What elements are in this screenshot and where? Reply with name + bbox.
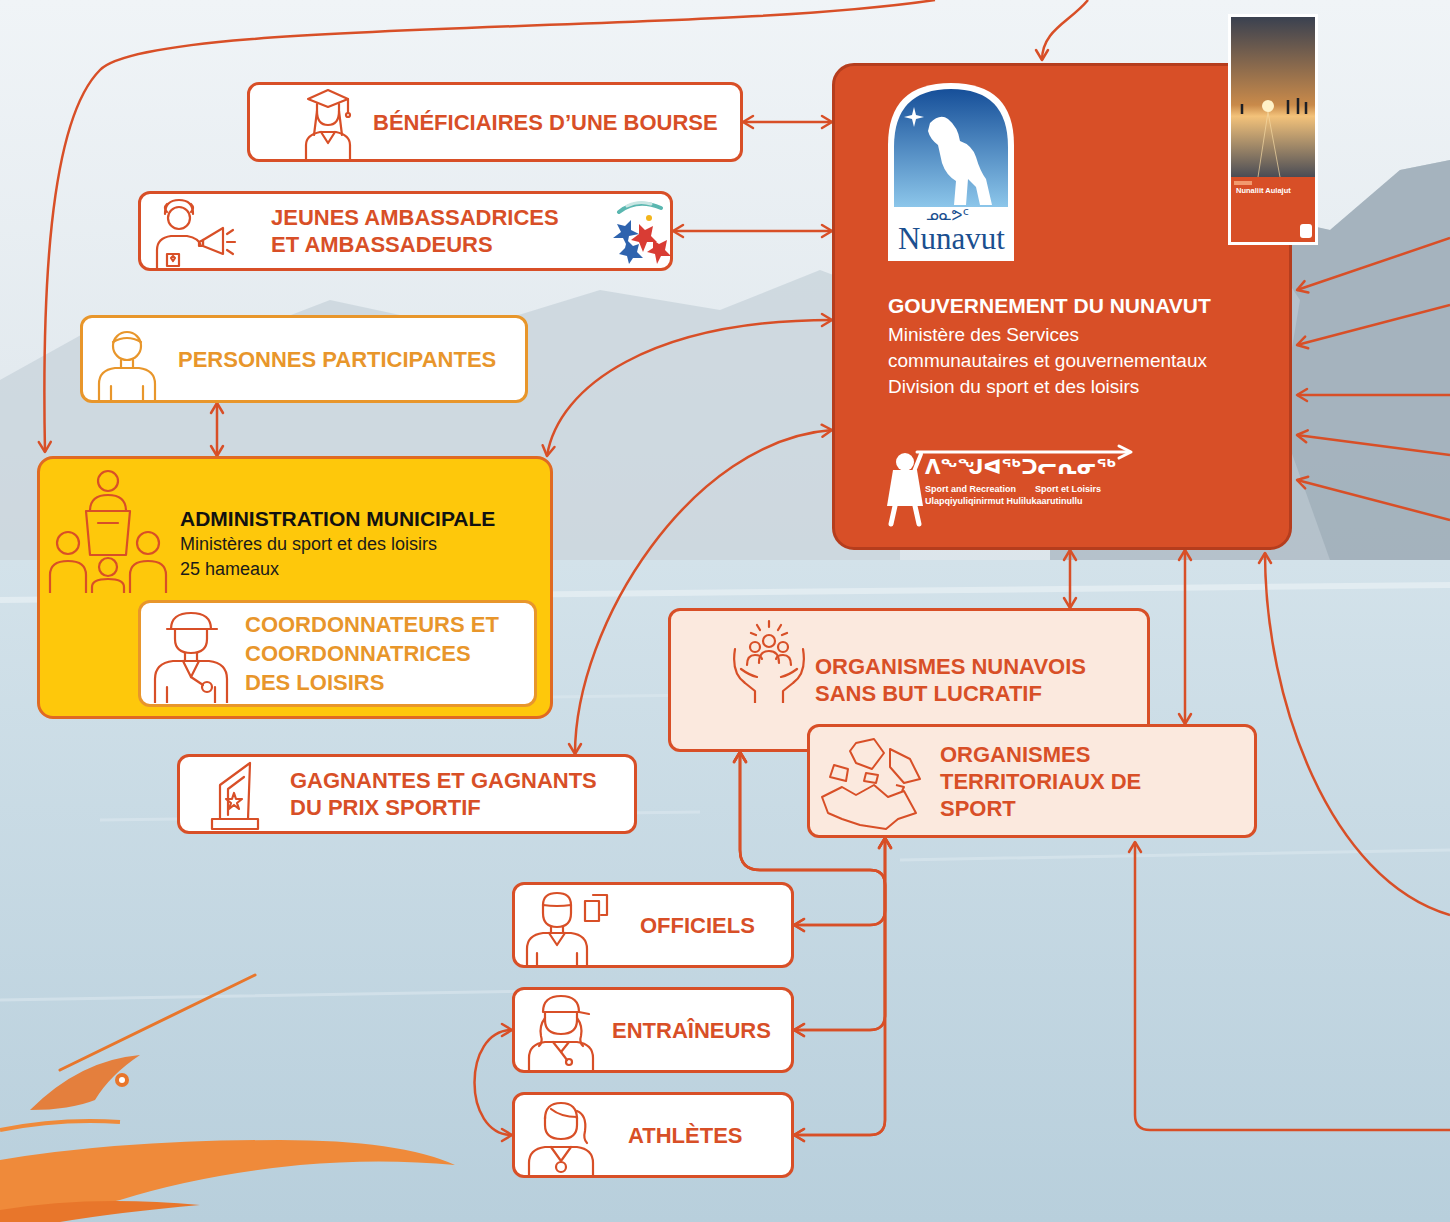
connector: [794, 838, 885, 1135]
connector: [216, 403, 219, 456]
logo-text: Nunaliit Aulajut: [1236, 186, 1291, 195]
organisation-box: ORGANISMES TERRITORIAUX DE SPORT: [807, 724, 1257, 838]
connector: [475, 1030, 513, 1135]
ambassador-icon: [149, 194, 239, 268]
nunavut-map-icon: [816, 735, 928, 831]
logo-text: Sport et Loisirs: [1035, 484, 1101, 495]
node-heading: COORDONNATEURS ET COORDONNATRICES DES LO…: [245, 610, 510, 697]
node-heading: ORGANISMES TERRITORIAUX DE SPORT: [940, 741, 1220, 822]
connector: [673, 230, 832, 233]
node-heading: GAGNANTES ET GAGNANTS DU PRIX SPORTIF: [290, 767, 620, 821]
process-box: GAGNANTES ET GAGNANTS DU PRIX SPORTIF: [177, 754, 637, 834]
process-box: COORDONNATEURS ET COORDONNATRICES DES LO…: [138, 600, 537, 707]
connector: [794, 838, 885, 925]
municipal-box: ADMINISTRATION MUNICIPALEMinistères du s…: [37, 456, 553, 719]
logo-text: ᐱᖕᖑᐊᖅᑐᓕᕆᓂᖅ: [925, 455, 1116, 479]
logo-text: Ulapqiyuliqinirmut Hulilukaarutinullu: [925, 496, 1083, 507]
process-box: OFFICIELS: [512, 882, 794, 968]
process-box: PERSONNES PARTICIPANTES: [80, 315, 528, 403]
community-hands-icon: [727, 619, 811, 703]
logo-text: Nunavut: [898, 222, 1005, 256]
node-heading: BÉNÉFICIAIRES D’UNE BOURSE: [373, 109, 718, 136]
process-box: BÉNÉFICIAIRES D’UNE BOURSE: [247, 82, 743, 162]
official-icon: [521, 887, 617, 967]
node-heading: ORGANISMES NUNAVOIS SANS BUT LUCRATIF: [815, 653, 1115, 707]
connector: [743, 121, 832, 124]
athlete-icon: [521, 1097, 601, 1177]
youth-ambassador-logo: [609, 196, 673, 266]
node-body: Division du sport et des loisirs: [888, 374, 1139, 400]
node-heading: JEUNES AMBASSADRICES ET AMBASSADEURS: [271, 204, 581, 258]
node-heading: ADMINISTRATION MUNICIPALE: [180, 505, 495, 532]
node-body: Ministère des Services communautaires et…: [888, 322, 1216, 374]
node-heading: ATHLÈTES: [628, 1122, 742, 1149]
report-cover: [1228, 14, 1318, 245]
process-box: ATHLÈTES: [512, 1092, 794, 1178]
node-body: Ministères du sport et des loisirs: [180, 532, 437, 557]
node-heading: ENTRAÎNEURS: [612, 1017, 771, 1044]
connector: [1069, 550, 1072, 608]
municipal-assembly-icon: [46, 463, 170, 593]
trophy-icon: [200, 759, 270, 833]
narwhal-drawing: [0, 975, 455, 1222]
node-heading: OFFICIELS: [640, 912, 755, 939]
connector: [794, 838, 885, 1030]
logo-text: Sport and Recreation: [925, 484, 1016, 495]
connector: [1184, 550, 1187, 724]
node-body: 25 hameaux: [180, 557, 279, 582]
node-heading: PERSONNES PARTICIPANTES: [178, 345, 496, 374]
participant-icon: [89, 320, 165, 400]
connector: [547, 320, 832, 456]
coach-icon: [521, 992, 601, 1072]
coordinator-icon: [145, 607, 237, 703]
graduate-icon: [290, 85, 364, 159]
government-box: GOUVERNEMENT DU NUNAVUT Ministère des Ser…: [832, 63, 1292, 550]
sport-recreation-logo: [875, 436, 1137, 528]
process-box: ENTRAÎNEURS: [512, 987, 794, 1073]
node-heading: GOUVERNEMENT DU NUNAVUT: [888, 292, 1211, 319]
process-box: JEUNES AMBASSADRICES ET AMBASSADEURS: [138, 191, 673, 271]
